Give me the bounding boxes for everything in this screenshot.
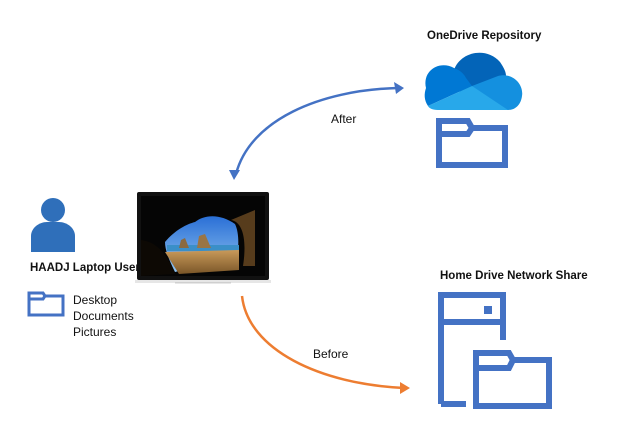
folder-pictures: Pictures (73, 325, 117, 339)
folder-icon (436, 118, 508, 168)
folder-icon (27, 291, 65, 317)
onedrive-title: OneDrive Repository (427, 30, 542, 42)
after-label: After (331, 112, 357, 126)
user-title: HAADJ Laptop User (30, 262, 140, 274)
before-label: Before (313, 347, 349, 361)
server-icon (438, 292, 506, 407)
user-icon (31, 198, 75, 252)
folder-icon (473, 350, 552, 409)
home-drive-title: Home Drive Network Share (440, 270, 588, 282)
laptop-icon (135, 192, 271, 284)
onedrive-cloud-icon (424, 52, 523, 110)
folder-documents: Documents (73, 309, 134, 323)
folder-desktop: Desktop (73, 293, 118, 307)
